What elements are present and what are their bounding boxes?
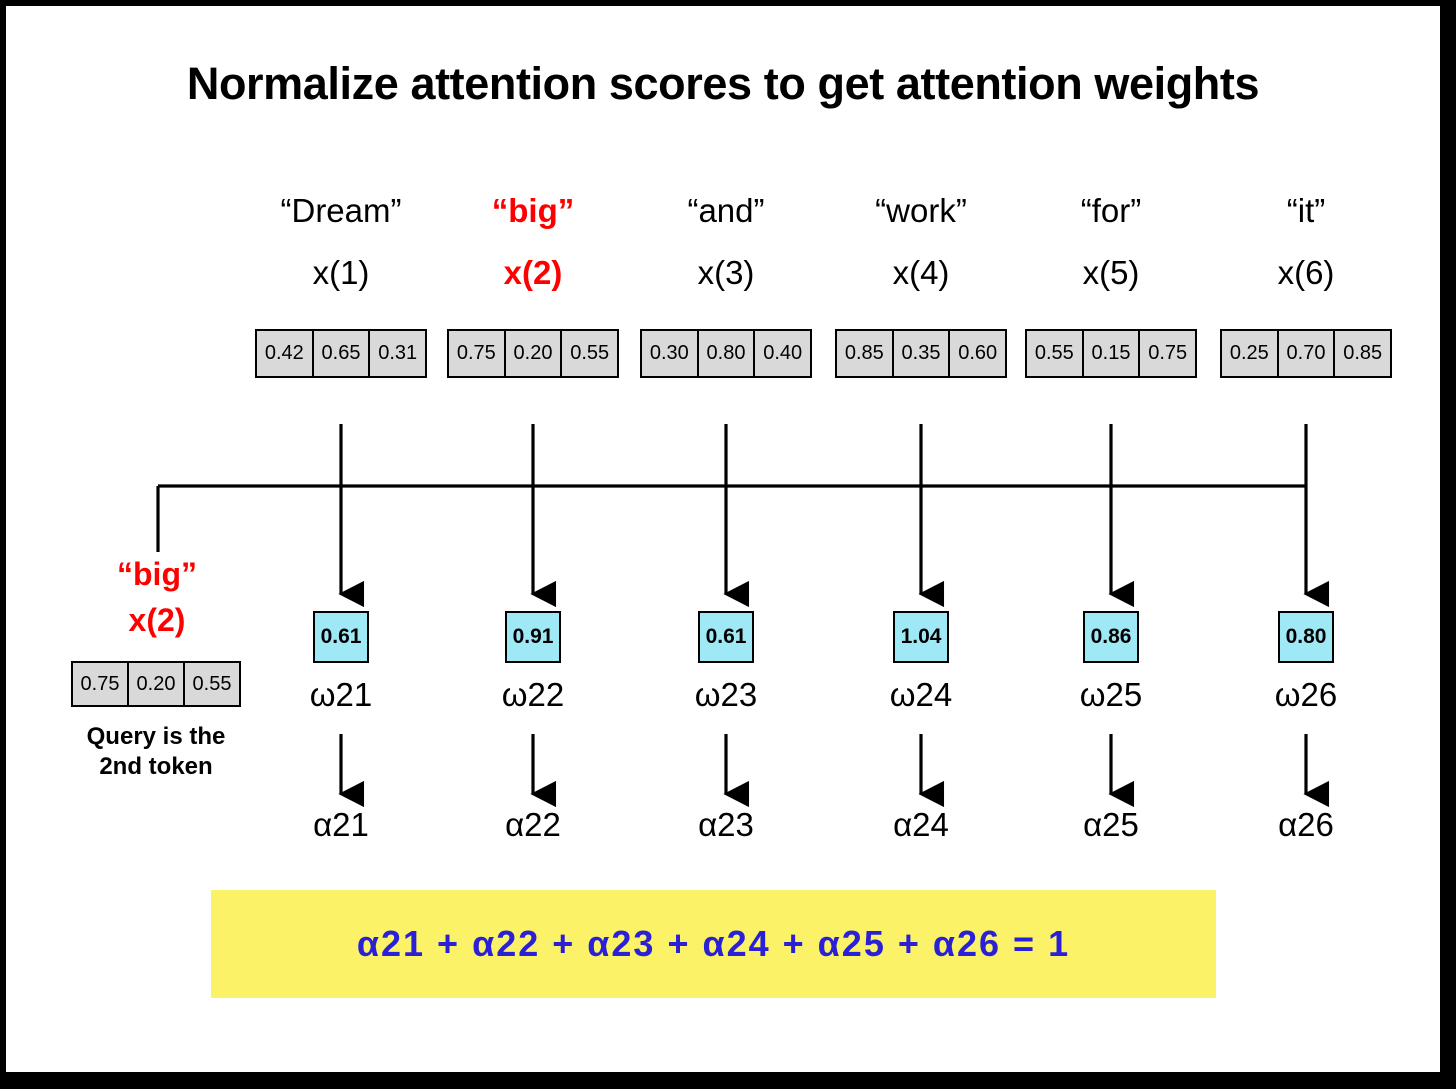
query-vector-cell: 0.75 [73, 663, 129, 705]
token-index-5: x(5) [1082, 254, 1140, 291]
token-index-4: x(4) [892, 254, 950, 291]
alpha-label-6: α26 [1278, 806, 1334, 843]
alpha-label-2: α22 [505, 806, 561, 843]
page-title: Normalize attention scores to get attent… [186, 58, 1260, 109]
embedding-cell: 0.75 [449, 331, 506, 376]
embedding-cell: 0.15 [1084, 331, 1141, 376]
embedding-cell: 0.35 [894, 331, 951, 376]
embedding-cell: 0.25 [1222, 331, 1279, 376]
token-index-3: x(3) [697, 254, 755, 291]
omega-label-6: ω26 [1274, 676, 1338, 713]
attention-score-box-5: 0.86 [1083, 611, 1139, 663]
omega-label-5: ω25 [1079, 676, 1143, 713]
attention-score-box-4: 1.04 [893, 611, 949, 663]
token-word-1: “Dream” [280, 192, 402, 229]
embedding-cell: 0.55 [570, 342, 610, 364]
query-vector-cell: 0.55 [192, 672, 232, 695]
embedding-cell: 0.42 [257, 331, 314, 376]
embedding-cell: 0.75 [1148, 342, 1188, 364]
alpha-label-3: α23 [698, 806, 754, 843]
attention-score-box-2: 0.91 [505, 611, 561, 663]
attention-score-box-3: 0.61 [698, 611, 754, 663]
token-index-2: x(2) [503, 254, 563, 291]
token-word-2: “big” [491, 192, 575, 229]
omega-label-4: ω24 [889, 676, 953, 713]
embedding-cell: 0.20 [506, 331, 563, 376]
token-word-4: “work” [875, 192, 967, 229]
token-word-6: “it” [1286, 192, 1326, 229]
normalization-equation-text: α21 + α22 + α23 + α24 + α25 + α26 = 1 [356, 923, 1071, 964]
embedding-cell: 0.65 [314, 331, 371, 376]
alpha-label-4: α24 [893, 806, 949, 843]
embedding-cell: 0.31 [378, 342, 418, 364]
connector-wires [156, 424, 1330, 808]
token-word-5: “for” [1080, 192, 1142, 229]
alpha-label-5: α25 [1083, 806, 1139, 843]
slide-canvas: Normalize attention scores to get attent… [6, 6, 1440, 1072]
embedding-cell: 0.60 [958, 342, 998, 364]
query-token-word: “big” [117, 556, 197, 592]
embedding-cell: 0.85 [837, 331, 894, 376]
token-word-3: “and” [687, 192, 765, 229]
alpha-label-1: α21 [313, 806, 369, 843]
embedding-cell: 0.80 [699, 331, 756, 376]
omega-label-1: ω21 [309, 676, 373, 713]
attention-score-box-6: 0.80 [1278, 611, 1334, 663]
embedding-cell: 0.30 [642, 331, 699, 376]
omega-label-2: ω22 [501, 676, 565, 713]
embedding-cell: 0.85 [1343, 342, 1383, 364]
normalization-equation-bar: α21 + α22 + α23 + α24 + α25 + α26 = 1 [211, 890, 1216, 998]
token-index-6: x(6) [1277, 254, 1335, 291]
attention-score-box-1: 0.61 [313, 611, 369, 663]
token-index-1: x(1) [312, 254, 370, 291]
omega-label-3: ω23 [694, 676, 758, 713]
embedding-cell: 0.40 [763, 342, 803, 364]
query-token-index: x(2) [128, 602, 186, 638]
query-vector-cell: 0.20 [129, 663, 185, 705]
embedding-cell: 0.70 [1279, 331, 1336, 376]
embedding-cell: 0.55 [1027, 331, 1084, 376]
